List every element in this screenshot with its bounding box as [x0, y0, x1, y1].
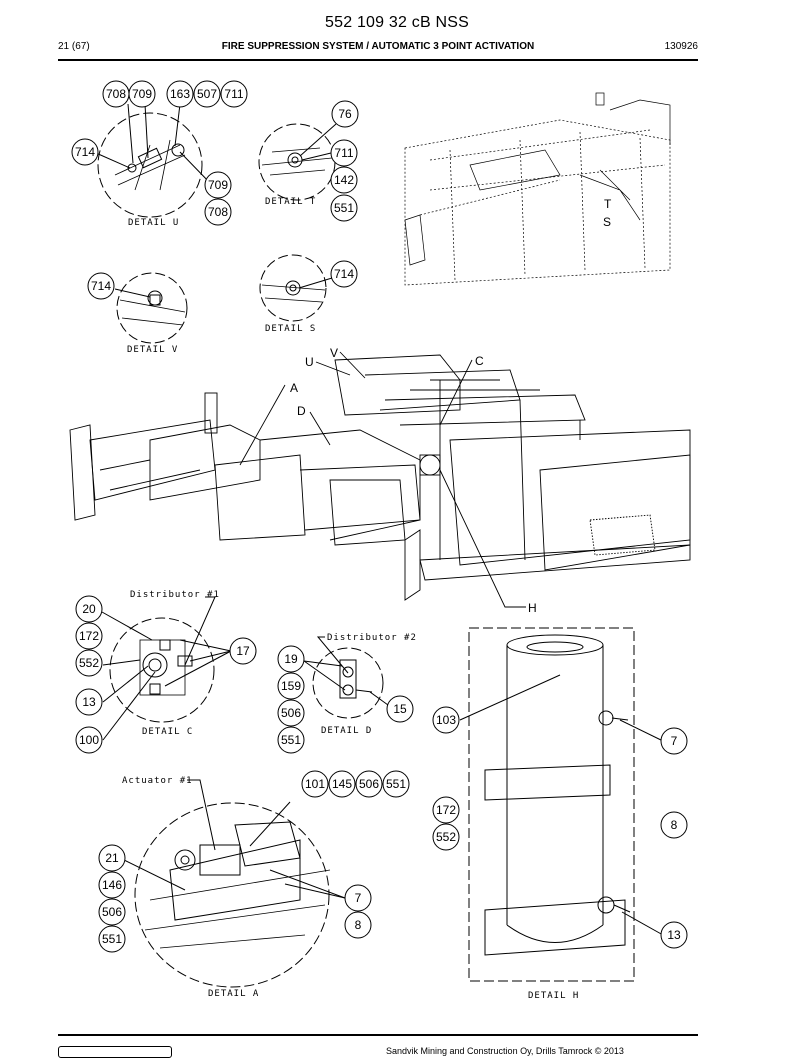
callout-number: 552: [436, 830, 456, 844]
callout-number: 711: [334, 146, 353, 160]
callout-number: 146: [102, 878, 122, 892]
detail-d-view: Distributor #2 DETAIL D: [303, 633, 417, 736]
callout-number: 714: [334, 267, 354, 281]
detail-s-view: DETAIL S: [259, 254, 333, 334]
canopy-overview-drawing: T S: [404, 92, 671, 286]
callout-number: 714: [91, 279, 111, 293]
view-letter-t: T: [604, 197, 612, 211]
distributor1-label: Distributor #1: [130, 590, 220, 600]
callout-number: 172: [79, 629, 99, 643]
callout-number: 708: [106, 87, 126, 101]
callout-number: 551: [386, 777, 406, 791]
detail-c-label: DETAIL C: [142, 727, 193, 737]
detail-h-label: DETAIL H: [528, 991, 579, 1001]
detail-u-label: DETAIL U: [128, 218, 179, 228]
page-number: 21 (67): [58, 41, 90, 52]
callout-number: 145: [332, 777, 352, 791]
callout-number: 507: [197, 87, 217, 101]
detail-v-view: DETAIL V: [114, 272, 188, 355]
callout-number: 506: [359, 777, 379, 791]
callout-number: 711: [224, 87, 243, 101]
header-row: 21 (67) FIRE SUPPRESSION SYSTEM / AUTOMA…: [58, 41, 698, 55]
detail-c-view: Distributor #1 DETAIL C: [101, 590, 232, 741]
detail-s-label: DETAIL S: [265, 324, 316, 334]
callout-number: 172: [436, 803, 456, 817]
footer-rule: [58, 1034, 698, 1036]
actuator1-label: Actuator #1: [122, 776, 193, 786]
callout-number: 17: [236, 644, 250, 658]
callout-number: 551: [334, 201, 354, 215]
callout-number: 163: [170, 87, 190, 101]
header-rule: [58, 59, 698, 61]
callout-number: 551: [102, 932, 122, 946]
section-title: FIRE SUPPRESSION SYSTEM / AUTOMATIC 3 PO…: [221, 41, 535, 52]
detail-t-view: DETAIL T: [258, 123, 337, 207]
view-letter-d: D: [297, 404, 306, 418]
detail-u-view: DETAIL U: [95, 103, 213, 228]
callout-number: 101: [305, 777, 325, 791]
detail-t-label: DETAIL T: [265, 197, 316, 207]
callout-bubbles: [71, 80, 688, 953]
callout-number: 21: [105, 851, 119, 865]
main-machine-drawing: A D U V C H: [69, 346, 691, 615]
callout-number: 506: [281, 706, 301, 720]
detail-d-label: DETAIL D: [321, 726, 372, 736]
callout-number: 552: [79, 656, 99, 670]
view-letter-h: H: [528, 601, 537, 615]
document-code: 130926: [664, 41, 698, 52]
callout-number: 19: [284, 652, 298, 666]
callout-number: 13: [667, 928, 681, 942]
callout-number: 708: [208, 205, 228, 219]
detail-v-label: DETAIL V: [127, 345, 178, 355]
callout-number: 13: [82, 695, 96, 709]
callout-number: 103: [436, 713, 456, 727]
callout-number: 709: [208, 178, 228, 192]
callout-number: 709: [132, 87, 152, 101]
callout-number: 142: [334, 173, 354, 187]
detail-a-view: Actuator #1 DETAIL A: [122, 776, 346, 999]
callout-number: 8: [355, 918, 362, 932]
callout-number: 76: [338, 107, 352, 121]
callout-number: 100: [79, 733, 99, 747]
document-title: 552 109 32 cB NSS: [325, 14, 469, 31]
callout-number: 15: [393, 702, 407, 716]
view-letter-v: V: [330, 346, 338, 360]
callout-numbers: 708 709 163 507 711 714 709 708 76 711 1…: [75, 87, 681, 946]
callout-number: 7: [671, 734, 678, 748]
detail-a-label: DETAIL A: [208, 989, 259, 999]
view-letter-c: C: [475, 354, 484, 368]
callout-number: 551: [281, 733, 301, 747]
footer-copyright: Sandvik Mining and Construction Oy, Dril…: [386, 1046, 624, 1056]
view-letter-s: S: [603, 215, 611, 229]
callout-number: 20: [82, 602, 96, 616]
callout-number: 159: [281, 679, 301, 693]
callout-number: 714: [75, 145, 95, 159]
distributor2-label: Distributor #2: [327, 633, 417, 643]
callout-number: 7: [355, 891, 362, 905]
callout-number: 8: [671, 818, 678, 832]
callout-number: 506: [102, 905, 122, 919]
view-letter-a: A: [290, 381, 298, 395]
view-letter-u: U: [305, 355, 314, 369]
company-logo: [58, 1046, 172, 1058]
detail-h-view: DETAIL H: [459, 627, 664, 1001]
